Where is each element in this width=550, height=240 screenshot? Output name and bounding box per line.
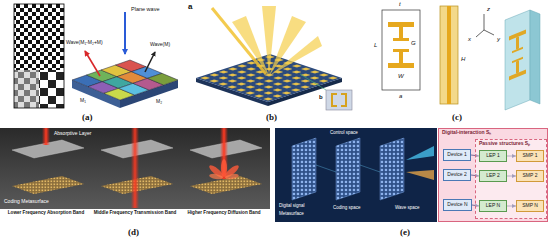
subpanel-letter: b (319, 94, 323, 101)
metasurface-panels (292, 138, 404, 200)
dark-backdrop (275, 128, 437, 222)
unit-cell-3d (505, 10, 540, 110)
axis-label: M₁ (80, 98, 86, 104)
transmission-panel (101, 128, 173, 208)
panel-letter: (a) (82, 112, 93, 122)
lep-box: LEP 2 (479, 170, 507, 182)
reflected-arrow (85, 51, 100, 76)
unit-cell-side (440, 6, 458, 104)
dimension-label: W (398, 73, 404, 80)
reflected-arrow (145, 52, 155, 72)
subpanel-letter: a (188, 2, 192, 11)
layer-label: Absorptive Layer (54, 131, 92, 137)
space-label: Wave space (395, 205, 420, 210)
coding-metasurface-slab (72, 60, 178, 108)
axis-label: z (487, 6, 490, 13)
incident-beam (212, 8, 266, 74)
axis-label: M₂ (156, 99, 162, 105)
panel-letter: (b) (266, 112, 277, 122)
device-box: Device N (443, 199, 472, 211)
interaction-panel: Digital-interaction Sₙ Device 1 Device 2 De… (438, 128, 548, 222)
dimension-label: t (399, 1, 401, 8)
smp-box: SMP 1 (516, 150, 544, 162)
box-label: Device N (447, 202, 467, 208)
panel-letter: (d) (128, 227, 139, 237)
axis-label: y (497, 36, 500, 43)
smp-box: SMP N (516, 200, 544, 212)
wave-label: Wave(M₁-M₂+M) (66, 40, 103, 46)
diffusion-panel (190, 128, 262, 194)
incident-arrow (124, 12, 126, 54)
group-heading: Passive structures Sₚ (479, 141, 530, 147)
band-caption: Lower Frequency Absorption Band (2, 210, 90, 215)
lep-box: LEP N (479, 200, 507, 212)
space-label: Digital signal (279, 203, 305, 208)
space-label: Coding space (333, 205, 361, 210)
lep-box: LEP 1 (479, 150, 507, 162)
panel-letter: (c) (452, 112, 462, 122)
box-label: SMP 2 (523, 173, 538, 179)
dark-backdrop (0, 128, 270, 209)
box-label: Device 2 (447, 172, 466, 178)
layer-label: Coding Metasurface (4, 199, 49, 205)
box-label: LEP 1 (486, 153, 500, 159)
axis-label: x (468, 36, 471, 43)
device-box: Device 1 (443, 149, 471, 161)
unit-cell-inset (326, 90, 352, 110)
box-label: Device 1 (447, 152, 466, 158)
box-label: SMP 1 (523, 153, 538, 159)
space-label: Control space (330, 130, 358, 135)
structure-group: Passive structures Sₚ LEP 1 LEP 2 LEP N SMP … (475, 139, 547, 219)
band-caption: Higher Frequency Diffusion Band (180, 210, 268, 215)
dimension-label: G (411, 40, 416, 47)
box-label: LEP 2 (486, 173, 500, 179)
scattered-beams (232, 6, 322, 76)
dimension-label: a (399, 93, 402, 100)
unit-cell-front (382, 10, 420, 90)
space-label: Metasurface (279, 211, 304, 216)
band-caption: Middle Frequency Transmission Band (91, 210, 179, 215)
box-label: SMP N (522, 203, 538, 209)
zoom-line (300, 74, 326, 90)
wave-label: Wave(M) (150, 42, 170, 48)
panel-letter: (e) (400, 227, 410, 237)
dimension-label: H (461, 56, 465, 63)
box-label: LEP N (486, 203, 500, 209)
axis-triad (476, 14, 494, 37)
smp-box: SMP 2 (516, 170, 544, 182)
coding-pattern (14, 4, 64, 108)
group-heading: Digital-interaction Sₙ (442, 130, 491, 136)
dimension-label: L (374, 42, 377, 49)
wave-label: Plane wave (131, 6, 159, 12)
device-box: Device 2 (443, 169, 471, 181)
output-beams (406, 146, 434, 180)
absorption-panel (12, 128, 84, 194)
